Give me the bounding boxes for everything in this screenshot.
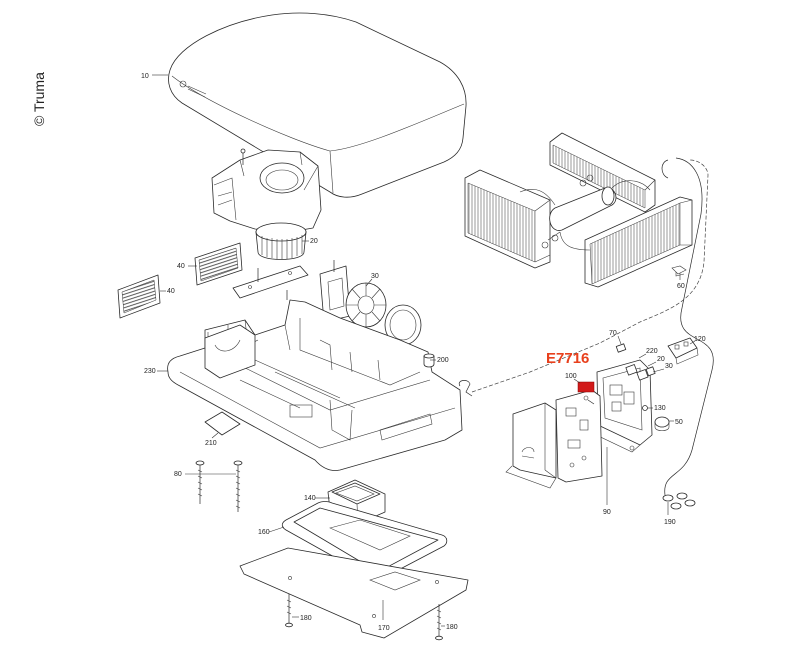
blower-housing bbox=[211, 149, 322, 233]
roof-cover bbox=[168, 12, 467, 198]
blower-motor bbox=[255, 222, 307, 260]
callout-60: 60 bbox=[677, 283, 685, 290]
callout-70: 70 bbox=[609, 330, 617, 337]
callout-220: 220 bbox=[646, 348, 658, 355]
gasket-160 bbox=[281, 501, 448, 579]
screw-80-right bbox=[233, 460, 243, 512]
callout-30-small: 30 bbox=[665, 363, 673, 370]
callout-10: 10 bbox=[141, 73, 149, 80]
highlight-marker bbox=[577, 381, 595, 393]
callout-20-motor: 20 bbox=[310, 238, 318, 245]
callout-40-lower: 40 bbox=[167, 288, 175, 295]
callout-190: 190 bbox=[664, 519, 676, 526]
callout-180-right: 180 bbox=[446, 624, 458, 631]
wiring-harness bbox=[661, 157, 714, 510]
sleeve-200 bbox=[423, 353, 435, 368]
callout-50: 50 bbox=[675, 419, 683, 426]
fan-ring bbox=[384, 304, 422, 346]
callout-80: 80 bbox=[174, 471, 182, 478]
callout-210: 210 bbox=[205, 440, 217, 447]
callout-40-upper: 40 bbox=[177, 263, 185, 270]
electronics-cover bbox=[505, 402, 557, 489]
vent-grille-upper bbox=[194, 242, 243, 286]
callout-160: 160 bbox=[258, 529, 270, 536]
callout-230: 230 bbox=[144, 368, 156, 375]
heat-exchanger-left bbox=[464, 169, 551, 269]
callout-100: 100 bbox=[565, 373, 577, 380]
hose-clip bbox=[458, 380, 473, 397]
callout-170: 170 bbox=[378, 625, 390, 632]
callout-30-fan: 30 bbox=[371, 273, 379, 280]
control-board bbox=[555, 389, 603, 483]
terminal-bar-120 bbox=[667, 337, 699, 365]
pad-210 bbox=[204, 411, 241, 436]
copyright-text: © Truma bbox=[31, 72, 47, 126]
capacitor-50 bbox=[654, 416, 670, 432]
fan-bracket bbox=[319, 260, 351, 323]
relay-components bbox=[615, 343, 656, 381]
leader-lines bbox=[152, 74, 696, 627]
compressor bbox=[519, 174, 651, 251]
dashed-routing-line bbox=[471, 159, 709, 393]
screw-80-left bbox=[195, 460, 205, 504]
callout-180-left: 180 bbox=[300, 615, 312, 622]
callout-200: 200 bbox=[437, 357, 449, 364]
heat-exchanger-rear bbox=[549, 132, 656, 213]
cover-logo-icon bbox=[179, 80, 207, 98]
callout-140: 140 bbox=[304, 495, 316, 502]
highlight-code: E7716 bbox=[546, 350, 589, 367]
mounting-bracket bbox=[232, 265, 309, 300]
vent-grille-lower bbox=[117, 274, 161, 319]
screw-parts-small bbox=[583, 395, 595, 405]
ceiling-plate-170 bbox=[239, 547, 469, 639]
callout-20-small: 20 bbox=[657, 356, 665, 363]
callout-labels: 10 20 40 40 30 60 70 120 220 20 30 100 2… bbox=[141, 73, 706, 632]
callout-130: 130 bbox=[654, 405, 666, 412]
top-screw bbox=[240, 148, 246, 165]
screw-130 bbox=[642, 405, 648, 411]
clamp-60 bbox=[671, 265, 687, 277]
left-box bbox=[204, 324, 256, 379]
screw-180-left bbox=[285, 594, 293, 628]
fan-wheel bbox=[345, 282, 387, 328]
callout-90: 90 bbox=[603, 509, 611, 516]
heat-exchanger-right bbox=[584, 196, 693, 288]
screw-180-right bbox=[435, 604, 443, 641]
callout-120: 120 bbox=[694, 336, 706, 343]
